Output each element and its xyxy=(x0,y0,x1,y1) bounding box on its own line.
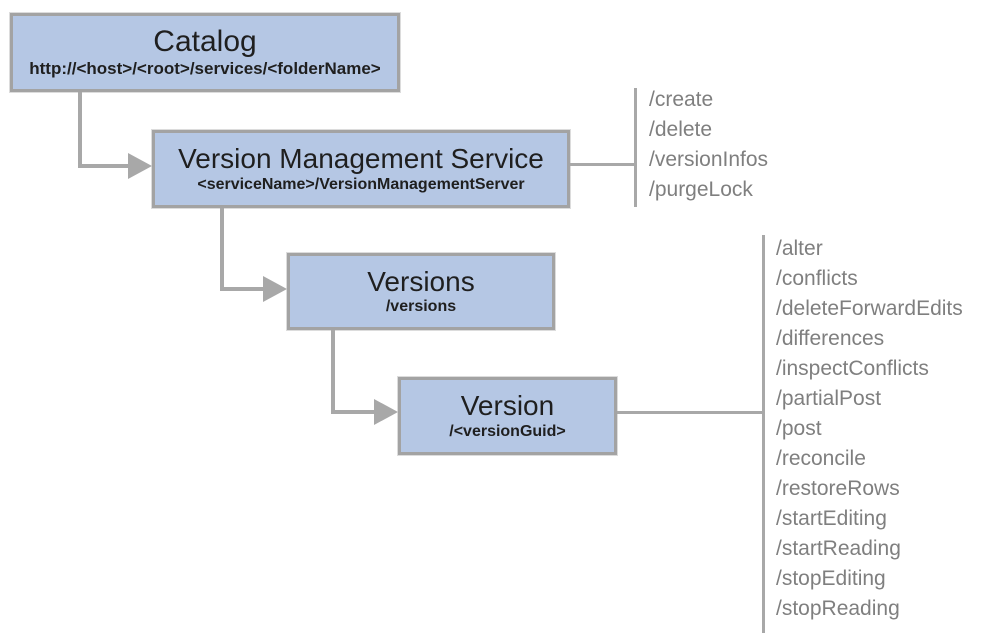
service-operations-list: /create/delete/versionInfos/purgeLock xyxy=(649,85,768,205)
operation-label: /alter xyxy=(776,237,823,260)
operation-label: /deleteForwardEdits xyxy=(776,297,963,320)
connector-catalog-to-service-vertical xyxy=(78,92,82,168)
version-management-service-node-title: Version Management Service xyxy=(178,143,544,175)
service-operations-bracket-horizontal xyxy=(570,163,637,166)
operation-label: /conflicts xyxy=(776,267,858,290)
version-node-title: Version xyxy=(460,390,555,422)
operation-label: /inspectConflicts xyxy=(776,357,929,380)
connector-versions-to-version-horizontal xyxy=(331,410,376,414)
catalog-node-title: Catalog xyxy=(153,24,257,58)
connector-catalog-to-service-horizontal xyxy=(78,164,130,168)
operation-label: /stopEditing xyxy=(776,567,886,590)
operation-label: /startReading xyxy=(776,537,901,560)
operation-label: /versionInfos xyxy=(649,148,769,171)
versions-node-title: Versions xyxy=(367,265,475,297)
operation-label: /create xyxy=(649,88,714,111)
connector-service-to-versions-vertical xyxy=(220,208,224,291)
arrowhead-icon xyxy=(374,399,398,425)
operation-label: /post xyxy=(776,417,822,440)
operation-label: /startEditing xyxy=(776,507,887,530)
version-operations-bracket-horizontal xyxy=(617,411,765,414)
operation-label: /reconcile xyxy=(776,447,866,470)
version-management-service-node: Version Management Service <serviceName>… xyxy=(151,129,571,209)
arrowhead-icon xyxy=(263,276,287,302)
operation-label: /partialPost xyxy=(776,387,882,410)
catalog-node: Catalog http://<host>/<root>/services/<f… xyxy=(9,12,401,93)
version-node: Version /<versionGuid> xyxy=(397,376,618,456)
version-management-service-node-path: <serviceName>/VersionManagementServer xyxy=(197,175,525,193)
operation-label: /stopReading xyxy=(776,597,900,620)
version-operations-list: /alter/conflicts/deleteForwardEdits/diff… xyxy=(776,234,963,624)
service-operations-bracket-vertical xyxy=(634,88,637,207)
operation-label: /differences xyxy=(776,327,885,350)
versions-node-path: /versions xyxy=(385,298,457,316)
operation-label: /delete xyxy=(649,118,713,141)
version-operations-bracket-vertical xyxy=(762,235,765,633)
operation-label: /purgeLock xyxy=(649,178,753,201)
operation-label: /restoreRows xyxy=(776,477,900,500)
connector-service-to-versions-horizontal xyxy=(220,287,265,291)
versions-node: Versions /versions xyxy=(286,252,556,331)
version-node-path: /<versionGuid> xyxy=(449,422,566,440)
catalog-node-url: http://<host>/<root>/services/<folderNam… xyxy=(29,59,381,79)
arrowhead-icon xyxy=(128,153,152,179)
connector-versions-to-version-vertical xyxy=(331,330,335,414)
